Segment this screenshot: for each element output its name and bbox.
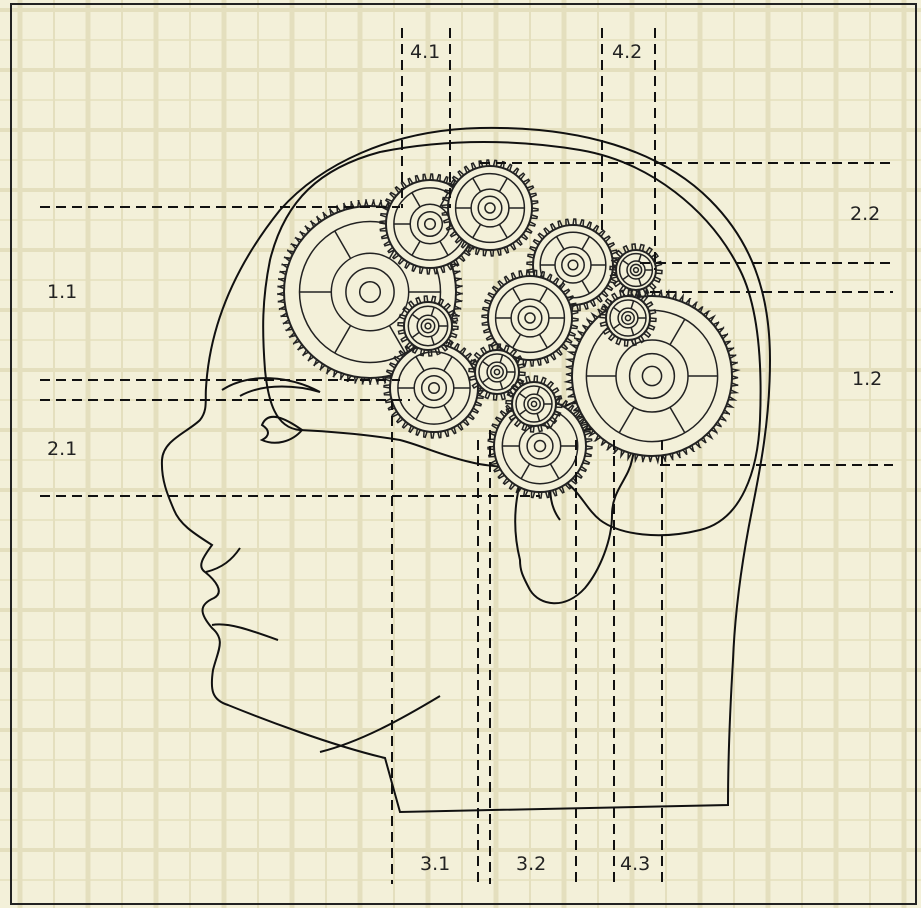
chin-line	[320, 696, 440, 752]
label-3-2: 3.2	[516, 853, 546, 875]
label-2-2: 2.2	[850, 203, 880, 225]
guide-lines	[40, 28, 893, 884]
label-4-1: 4.1	[410, 41, 440, 63]
frame-border	[11, 4, 916, 904]
gear-cluster	[278, 160, 738, 498]
label-1-1: 1.1	[47, 281, 77, 303]
label-1-2: 1.2	[852, 368, 882, 390]
gear-icon	[566, 290, 738, 462]
label-3-1: 3.1	[420, 853, 450, 875]
label-4-3: 4.3	[620, 853, 650, 875]
gear-icon	[442, 160, 538, 256]
label-2-1: 2.1	[47, 438, 77, 460]
label-4-2: 4.2	[612, 41, 642, 63]
